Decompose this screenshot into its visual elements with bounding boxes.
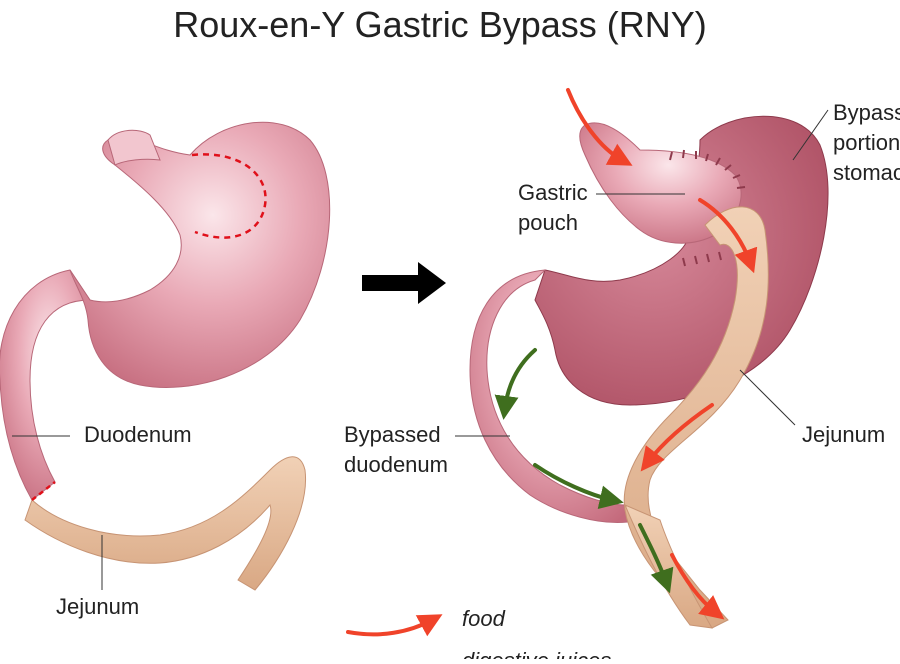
gastric-pouch-label-line1: Gastric (518, 180, 588, 205)
food-arrow-limb (640, 403, 714, 472)
duodenum-shape (0, 269, 91, 501)
esophagus-shape (107, 129, 161, 166)
food-arrow-esophagus (566, 88, 633, 166)
bypassed-stomach-leader-line (792, 109, 829, 161)
pouch-cut-line (191, 153, 267, 239)
juice-arrow-duodenum-bottom (533, 463, 624, 510)
jejunum-shape (24, 456, 307, 591)
bypassed-stomach-label-line3: stomac (833, 160, 900, 185)
common-channel-shape (624, 504, 713, 629)
transform-arrow (362, 262, 446, 304)
juice-arrow-duodenum-top (494, 348, 537, 420)
duodenum-jejunum-divider (31, 481, 56, 501)
jejunum-right-label: Jejunum (802, 422, 886, 447)
stomach-body-shape (69, 121, 331, 388)
normal-stomach-illustration (0, 121, 331, 591)
bypassed-duodenum-shape (469, 269, 629, 523)
juice-flow-arrows (494, 348, 674, 594)
juice-arrow-channel (638, 523, 674, 594)
gastric-pouch-label-line2: pouch (518, 210, 578, 235)
jejunum-right-leader-line (739, 369, 796, 426)
food-arrow-pouch (698, 198, 758, 274)
bypassed-stomach-label-line2: portion (833, 130, 900, 155)
bypassed-duodenum-label-line2: duodenum (344, 452, 448, 477)
food-flow-arrows (566, 88, 758, 620)
duodenum-label: Duodenum (84, 422, 192, 447)
jejunum-left-label: Jejunum (56, 594, 140, 619)
legend-juices-label: digestive juices (462, 646, 611, 659)
page-title: Roux-en-Y Gastric Bypass (RNY) (173, 4, 707, 45)
legend-food-label: food (462, 606, 505, 631)
bypassed-duodenum-label-line1: Bypassed (344, 422, 441, 447)
staple-line (669, 149, 746, 267)
bypassed-stomach-label-line1: Bypass (833, 100, 900, 125)
food-arrow-channel (670, 553, 725, 620)
legend-food-arrow (346, 614, 443, 637)
